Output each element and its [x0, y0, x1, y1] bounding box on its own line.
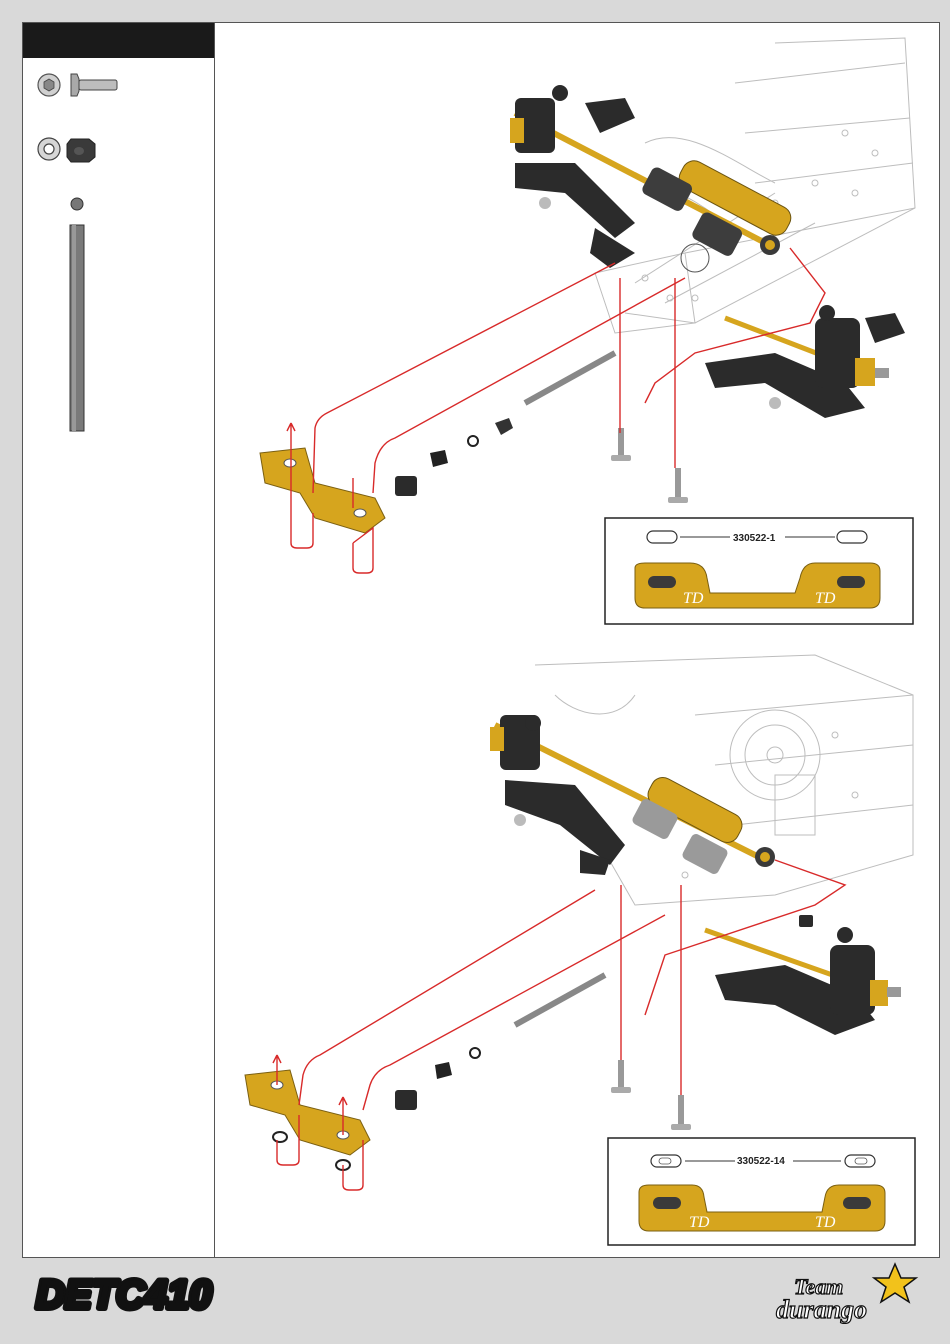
parts-header-bar [23, 23, 214, 58]
rear-lower-arm-assembly [705, 915, 901, 1035]
front-lower-arm-assembly [705, 305, 905, 418]
washer-and-nut-icon [37, 133, 121, 165]
chassis-outline-drawing [595, 38, 915, 333]
assembly-illustration-area: TD TD 330522-1 [215, 23, 939, 1257]
brand-line-2: durango [776, 1295, 867, 1324]
page-frame: TD TD 330522-1 [22, 22, 940, 1258]
parts-sidebar [23, 23, 215, 1257]
callout-box-2: TD TD [607, 1137, 917, 1247]
callout-1-part-number: 330522-1 [733, 533, 775, 544]
detc410-logo: DETC410 DETC410 [32, 1268, 272, 1318]
star-icon [874, 1264, 916, 1302]
front-suspension-exploded-view: TD TD [215, 23, 939, 633]
rear-upper-bulkhead-assembly [490, 715, 775, 876]
svg-text:TD: TD [815, 590, 836, 607]
svg-text:TD: TD [689, 1214, 710, 1231]
front-hinge-pin-holder [260, 448, 385, 533]
team-durango-logo: Team durango [770, 1262, 932, 1324]
callout-2-part-number: 330522-14 [737, 1156, 785, 1167]
front-hinge-hardware [395, 353, 688, 503]
front-upper-bulkhead-assembly [510, 85, 795, 272]
flat-head-screw-icon [37, 68, 121, 102]
detc410-logo-text: DETC410 [36, 1273, 212, 1317]
rear-hinge-hardware [395, 975, 691, 1130]
svg-text:TD: TD [683, 590, 704, 607]
svg-text:TD: TD [815, 1214, 836, 1231]
hinge-pin-icon [67, 195, 87, 433]
rear-hinge-pin-holder [245, 1070, 370, 1170]
